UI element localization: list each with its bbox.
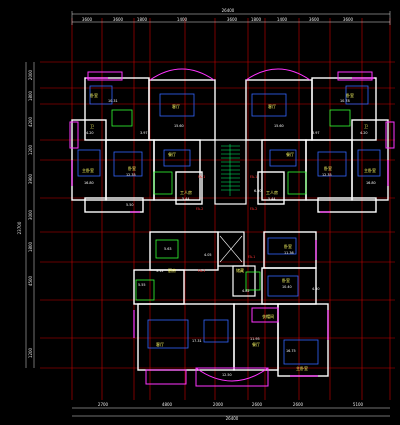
bottom-dimension: 2600 <box>293 402 304 407</box>
left-dimension: 3000 <box>28 209 33 220</box>
room-name: 衣帽间 <box>262 313 274 319</box>
room-name: 餐厅 <box>252 341 260 347</box>
top-dimension: 1800 <box>137 17 148 22</box>
door-tag: FA-2 <box>196 207 203 211</box>
room-name: 储藏 <box>236 267 244 273</box>
room-area: 16.80 <box>366 181 376 185</box>
lower-unit-walls <box>133 231 329 377</box>
room-area: 12.35 <box>126 173 136 177</box>
room-area: 4.20 <box>360 131 368 135</box>
balconies <box>69 68 395 387</box>
furniture <box>77 85 381 365</box>
room-name: 工人房 <box>266 189 278 195</box>
bottom-dimension: 5100 <box>353 402 364 407</box>
room-name: 主卧室 <box>296 365 308 371</box>
room-area: 3.97 <box>312 131 320 135</box>
door-tag: FA-1 <box>198 269 205 273</box>
top-dimension: 1400 <box>277 17 288 22</box>
room-area: 17.31 <box>192 339 202 343</box>
room-name: 主卧室 <box>364 167 376 173</box>
room-name: 餐厅 <box>286 151 294 157</box>
dimension-lines <box>25 11 391 417</box>
top-dimension: 3600 <box>82 17 93 22</box>
top-dimension: 3600 <box>113 17 124 22</box>
door-tag: FA-1 <box>198 175 205 179</box>
left-dimension: 2000 <box>28 69 33 80</box>
room-name: 客厅 <box>156 341 164 347</box>
room-area: 5.50 <box>126 203 134 207</box>
room-area: 10.40 <box>282 285 292 289</box>
door-tag: FA-1 <box>250 175 257 179</box>
left-dimension: 1200 <box>28 144 33 155</box>
windows <box>71 77 389 377</box>
room-name: 餐厅 <box>168 151 176 157</box>
room-name: 卧室 <box>128 165 136 171</box>
room-area: 5.63 <box>164 247 172 251</box>
room-area: 4.50 <box>312 287 320 291</box>
bottom-dimensions: 2700 4800 2000 2600 2600 5100 26400 <box>98 402 364 421</box>
room-area: 4.20 <box>86 131 94 135</box>
left-dimension: 1800 <box>28 241 33 252</box>
room-area: 16.80 <box>84 181 94 185</box>
room-area: 12.50 <box>222 373 232 377</box>
bottom-dimension: 2600 <box>252 402 263 407</box>
room-name: 卧室 <box>282 277 290 283</box>
top-dimension: 1800 <box>251 17 262 22</box>
room-area: 3.12 <box>156 269 164 273</box>
lower-unit-room-labels: 卧室 11.36 卧室 10.40 储藏 厨房 客厅 17.31 餐厅 11.9… <box>138 243 320 377</box>
room-name: 主卧室 <box>82 167 94 173</box>
room-area: 4.82 <box>242 289 250 293</box>
room-area: 15.60 <box>274 124 284 128</box>
room-name: 卧室 <box>324 165 332 171</box>
room-area: 5.44 <box>268 197 276 201</box>
room-area: 11.36 <box>284 251 294 255</box>
bottom-dimension: 2000 <box>213 402 224 407</box>
room-area: 15.60 <box>174 124 184 128</box>
door-tag: FA-2 <box>250 207 257 211</box>
room-name: 客厅 <box>268 103 276 109</box>
left-total-dimension: 23700 <box>17 221 22 234</box>
room-name: 工人房 <box>180 189 192 195</box>
left-dimension: 4500 <box>28 275 33 286</box>
room-area: 10.31 <box>108 99 118 103</box>
top-dimension: 3600 <box>227 17 238 22</box>
room-name: 卫 <box>90 124 94 129</box>
left-dimension: 1800 <box>28 90 33 101</box>
room-name: 客厅 <box>172 103 180 109</box>
door-tag: FA-1 <box>248 255 255 259</box>
top-dimension: 3600 <box>343 17 354 22</box>
top-dimension: 3600 <box>309 17 320 22</box>
room-area: 5.55 <box>138 283 146 287</box>
room-area: 5.44 <box>182 197 190 201</box>
room-area: 12.35 <box>322 173 332 177</box>
left-dimension: 4200 <box>28 116 33 127</box>
bottom-dimension: 4800 <box>162 402 173 407</box>
top-total-dimension: 26400 <box>222 8 235 13</box>
top-dimensions: 26400 3600 3600 1800 1400 3600 1800 1400… <box>82 8 354 22</box>
room-name: 卫 <box>364 124 368 129</box>
room-name: 卧室 <box>90 92 98 98</box>
room-name: 卧室 <box>346 92 354 98</box>
room-area: 6.50 <box>254 189 262 193</box>
room-area: 10.78 <box>340 99 350 103</box>
top-dimension: 1400 <box>177 17 188 22</box>
room-name: 厨房 <box>168 267 176 273</box>
upper-right-room-labels: 客厅 15.60 卧室 10.78 餐厅 卧室 12.35 主卧室 16.80 … <box>254 92 376 201</box>
bottom-dimension: 2700 <box>98 402 109 407</box>
bathroom-fixtures <box>111 109 351 301</box>
upper-left-room-labels: 卧室 10.31 客厅 15.60 餐厅 卧室 12.35 主卧室 16.80 … <box>82 92 192 207</box>
room-area: 11.95 <box>250 337 260 341</box>
stair-treads <box>221 144 240 196</box>
left-dimensions: 23700 2000 1800 4200 1200 3900 3000 1800… <box>17 69 33 358</box>
room-area: 4.05 <box>204 253 212 257</box>
bottom-total-dimension: 26400 <box>226 416 239 421</box>
room-area: 16.75 <box>286 349 296 353</box>
fire-door-tags: FA-1 FA-1 FA-2 FA-2 FA-1 FA-1 <box>196 175 257 273</box>
left-dimension: 3900 <box>28 173 33 184</box>
left-dimension: 1200 <box>28 347 33 358</box>
elevator-symbol <box>219 235 243 263</box>
room-name: 卧室 <box>284 243 292 249</box>
room-area: 3.97 <box>140 131 148 135</box>
